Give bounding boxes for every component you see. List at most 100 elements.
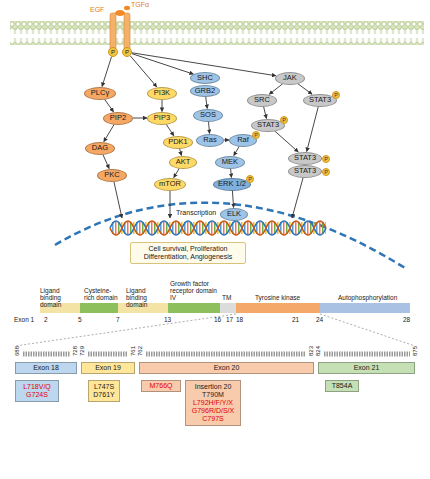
mutation-box: M766Q bbox=[141, 380, 181, 392]
nucleus-envelope bbox=[55, 203, 405, 268]
phospho-badge: P bbox=[246, 175, 254, 183]
residue-number: 728 bbox=[72, 346, 79, 356]
signal-node: GRB2 bbox=[190, 85, 220, 97]
signal-node: AKT bbox=[169, 156, 197, 169]
exon-bar: Exon 20 bbox=[139, 362, 314, 374]
node-text: P bbox=[125, 49, 129, 56]
node-text: ELK bbox=[227, 210, 241, 218]
domain-label: TM bbox=[222, 294, 231, 301]
node-text: G724S bbox=[26, 391, 48, 399]
pathway-arrow bbox=[180, 148, 182, 155]
pathway-arrow bbox=[162, 100, 163, 112]
pathway-arrow bbox=[234, 146, 240, 155]
exon-bar: Exon 19 bbox=[81, 362, 135, 374]
exon-number: 5 bbox=[78, 316, 82, 323]
cell-membrane bbox=[10, 21, 424, 45]
residue-number: 823 bbox=[308, 346, 315, 356]
node-text: Exon 19 bbox=[95, 364, 121, 372]
pathway-arrow bbox=[104, 124, 114, 141]
domain-label: Tyrosine kinase bbox=[255, 294, 300, 301]
node-text: SOS bbox=[200, 111, 216, 119]
node-text: PLCγ bbox=[91, 89, 109, 97]
pathway-arrow bbox=[232, 190, 233, 207]
signal-node: mTOR bbox=[154, 178, 186, 191]
outcome-box: Cell survival, Proliferation Differentia… bbox=[130, 242, 246, 264]
node-text: PKC bbox=[104, 171, 119, 179]
phospho-badge: P bbox=[280, 116, 288, 124]
signal-node: PIP2 bbox=[103, 112, 133, 125]
mutation-box: T854A bbox=[325, 380, 359, 392]
signal-node: PKC bbox=[97, 169, 127, 182]
signal-node: RafP bbox=[229, 134, 257, 147]
node-text: mTOR bbox=[159, 180, 181, 188]
node-text: STAT3 bbox=[294, 167, 316, 175]
node-text: DAG bbox=[92, 144, 108, 152]
zoom-lines bbox=[15, 314, 415, 346]
signal-node: STAT3P bbox=[251, 119, 285, 132]
node-text: G796R/D/S/X bbox=[192, 407, 234, 415]
signal-node: STAT3P bbox=[288, 165, 322, 178]
pathway-arrow bbox=[275, 131, 299, 152]
node-text: T790M bbox=[202, 391, 224, 399]
signal-node: STAT3P bbox=[288, 152, 322, 165]
exon-number: 18 bbox=[236, 316, 243, 323]
exon-number: 2 bbox=[44, 316, 48, 323]
node-text: ERK 1/2 bbox=[218, 180, 246, 188]
pathway-arrow bbox=[103, 154, 109, 168]
node-text: PDK1 bbox=[168, 138, 188, 146]
signal-node: ELK bbox=[220, 208, 248, 221]
node-text: PI3K bbox=[154, 89, 170, 97]
pathway-arrow bbox=[307, 106, 319, 151]
signal-node: PIP3 bbox=[147, 112, 177, 125]
node-text: Cell survival, Proliferation Differentia… bbox=[131, 245, 245, 261]
signal-node: PI3K bbox=[147, 87, 177, 100]
signal-node: Ras bbox=[196, 134, 224, 147]
node-text: Raf bbox=[237, 136, 249, 144]
ligand-label: TGFα bbox=[131, 1, 149, 9]
pathway-arrow bbox=[102, 57, 111, 87]
phospho-site: P bbox=[108, 47, 118, 57]
domain-label: Ligand binding domain bbox=[126, 287, 168, 308]
signal-node: ERK 1/2P bbox=[213, 178, 251, 191]
phospho-badge: P bbox=[252, 131, 260, 139]
exon-bar: Exon 18 bbox=[15, 362, 77, 374]
node-text: L792H/F/Y/X bbox=[193, 399, 233, 407]
dna-helix bbox=[110, 221, 326, 235]
residue-number: 875 bbox=[412, 346, 419, 356]
signal-node: MEK bbox=[215, 156, 245, 169]
exon-number: 7 bbox=[116, 316, 120, 323]
pathway-arrow bbox=[132, 54, 194, 75]
residue-number: 761 bbox=[130, 346, 137, 356]
phospho-site: P bbox=[122, 47, 132, 57]
phospho-badge: P bbox=[322, 155, 330, 163]
ligand-label: EGF bbox=[90, 6, 104, 14]
node-text: AKT bbox=[176, 158, 191, 166]
node-text: SHC bbox=[197, 74, 213, 82]
domain-label: Cysteine-rich domain bbox=[84, 287, 120, 301]
pathway-arrow bbox=[269, 84, 283, 95]
pathway-arrow bbox=[104, 99, 113, 112]
signal-node: SHC bbox=[190, 72, 220, 84]
residue-number: 729 bbox=[79, 346, 86, 356]
signal-node: PLCγ bbox=[84, 87, 116, 100]
node-text: Insertion 20 bbox=[195, 383, 232, 391]
pathway-arrow bbox=[174, 168, 180, 177]
exon-number: 24 bbox=[316, 316, 323, 323]
node-text: SRC bbox=[254, 96, 270, 104]
residue-number: 824 bbox=[315, 346, 322, 356]
signal-node: SOS bbox=[193, 109, 223, 122]
mutation-box: L747SD761Y bbox=[88, 380, 120, 402]
node-text: C797S bbox=[202, 415, 223, 423]
exon-number: 21 bbox=[292, 316, 299, 323]
pathway-arrow bbox=[230, 168, 232, 177]
node-text: P bbox=[111, 49, 115, 56]
node-text: STAT3 bbox=[309, 96, 331, 104]
phospho-badge: P bbox=[332, 91, 340, 99]
node-text: Exon 21 bbox=[354, 364, 380, 372]
exon-number: 16 bbox=[214, 316, 221, 323]
signal-node: JAK bbox=[275, 72, 305, 85]
domain-label: Growth factor receptor domain IV bbox=[170, 280, 224, 301]
pathway-arrow bbox=[208, 121, 210, 133]
signal-node: DAG bbox=[85, 142, 115, 155]
